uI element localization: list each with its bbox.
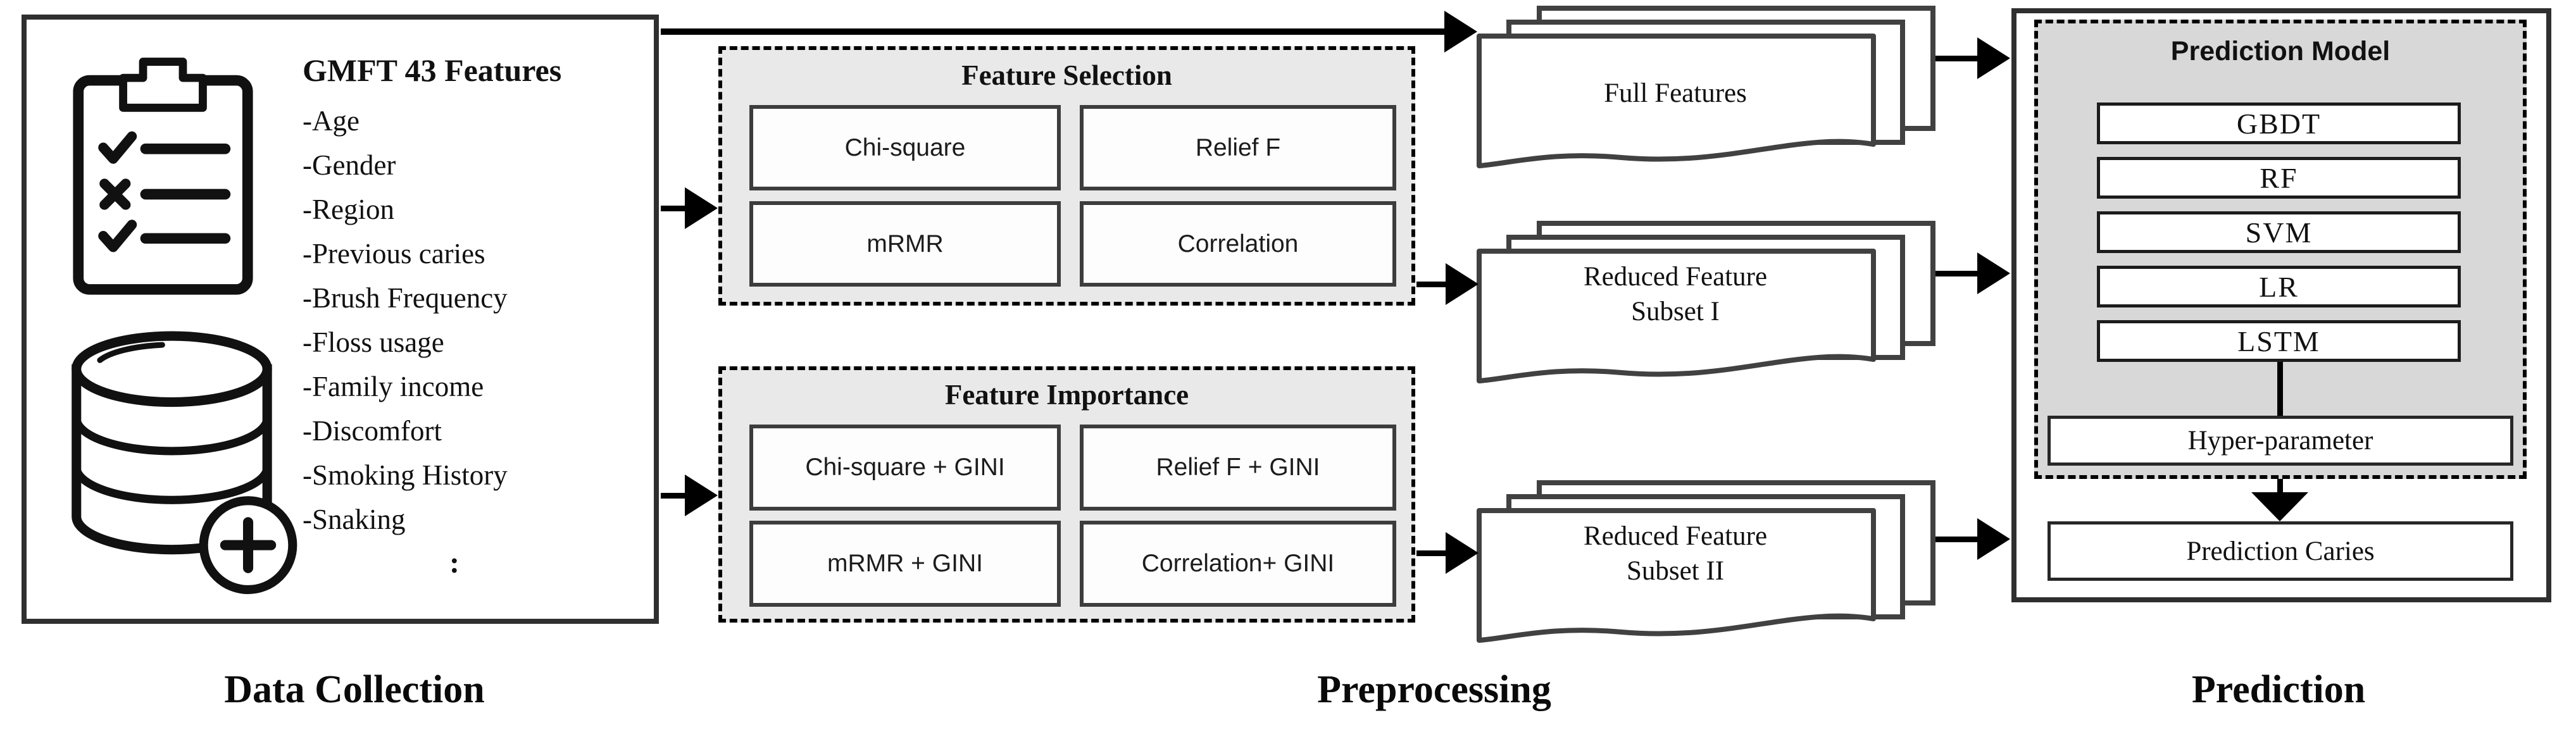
feature-list-title: GMFT 43 Features bbox=[303, 53, 562, 88]
model-box-lstm: LSTM bbox=[2097, 320, 2461, 362]
method-box-mrmr: mRMR bbox=[749, 201, 1061, 287]
section-label-preprocessing: Preprocessing bbox=[1317, 668, 1551, 711]
feature-list-ellipsis: : bbox=[449, 546, 460, 580]
feature-item: -Age bbox=[303, 105, 360, 137]
method-box-correlation: Correlation bbox=[1080, 201, 1396, 287]
feature-importance-panel: Feature Importance Chi-square + GINI Rel… bbox=[718, 366, 1415, 623]
method-box-relief-f: Relief F bbox=[1080, 105, 1396, 190]
model-box-rf: RF bbox=[2097, 157, 2461, 199]
feature-selection-title: Feature Selection bbox=[961, 59, 1172, 91]
prediction-caries-box: Prediction Caries bbox=[2048, 521, 2513, 581]
method-box-chi-square: Chi-square bbox=[749, 105, 1061, 190]
hyperparameter-box: Hyper-parameter bbox=[2048, 416, 2513, 466]
method-box-relief-f-gini: Relief F + GINI bbox=[1080, 425, 1396, 511]
stack-label: Subset II bbox=[1626, 556, 1725, 586]
method-box-correlation-gini: Correlation+ GINI bbox=[1080, 521, 1396, 607]
stack-label: Full Features bbox=[1604, 78, 1747, 108]
feature-list: GMFT 43 Features -Age -Gender -Region -P… bbox=[303, 51, 663, 580]
feature-item: -Snaking bbox=[303, 504, 406, 535]
feature-item: -Brush Frequency bbox=[303, 282, 508, 314]
section-label-prediction: Prediction bbox=[2191, 668, 2366, 711]
full-features-stack: Full Features bbox=[1476, 5, 1938, 171]
reduced-feature-subset-1-stack: Reduced Feature Subset I bbox=[1476, 220, 1938, 386]
section-label-data-collection: Data Collection bbox=[224, 668, 485, 711]
feature-item: -Smoking History bbox=[303, 459, 508, 491]
feature-item: -Floss usage bbox=[303, 326, 444, 358]
feature-importance-title: Feature Importance bbox=[944, 379, 1189, 411]
model-box-lr: LR bbox=[2097, 266, 2461, 307]
stack-label: Reduced Feature bbox=[1583, 262, 1768, 292]
feature-selection-panel: Feature Selection Chi-square Relief F mR… bbox=[718, 46, 1415, 306]
model-box-svm: SVM bbox=[2097, 211, 2461, 253]
prediction-model-title: Prediction Model bbox=[2170, 36, 2391, 66]
method-box-mrmr-gini: mRMR + GINI bbox=[749, 521, 1061, 607]
stack-label: Subset I bbox=[1631, 297, 1720, 326]
model-box-gbdt: GBDT bbox=[2097, 102, 2461, 144]
feature-item: -Gender bbox=[303, 149, 396, 181]
method-box-chi-square-gini: Chi-square + GINI bbox=[749, 425, 1061, 511]
clipboard-checklist-icon bbox=[70, 54, 256, 297]
feature-item: -Discomfort bbox=[303, 415, 442, 447]
stack-label: Reduced Feature bbox=[1583, 521, 1768, 551]
feature-item: -Region bbox=[303, 194, 394, 225]
feature-item: -Family income bbox=[303, 371, 484, 402]
feature-item: -Previous caries bbox=[303, 238, 485, 270]
connector-lstm-to-hyperparameter bbox=[2277, 362, 2283, 416]
reduced-feature-subset-2-stack: Reduced Feature Subset II bbox=[1476, 480, 1938, 645]
database-add-icon bbox=[60, 326, 297, 597]
